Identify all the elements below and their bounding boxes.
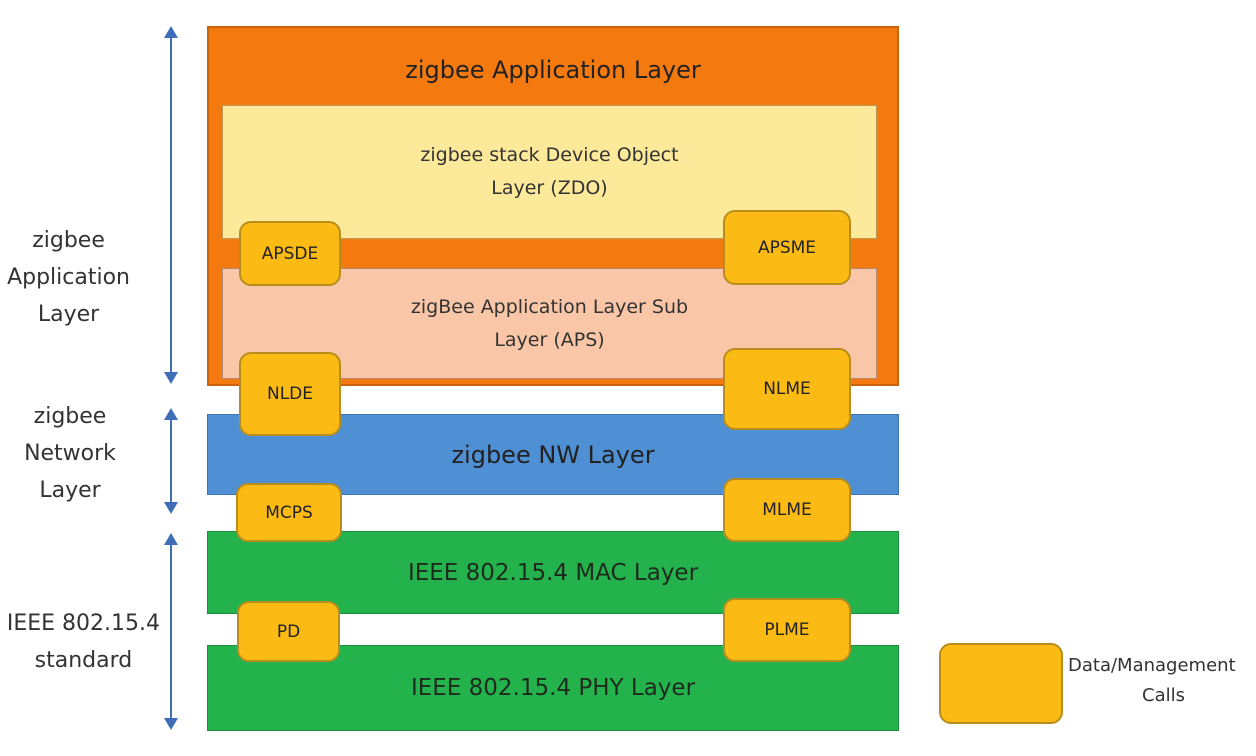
zdo-block: zigbee stack Device Object Layer (ZDO) xyxy=(222,105,877,239)
network-scope-arrow-up-icon xyxy=(164,408,178,420)
nlme-sap: NLME xyxy=(723,348,851,430)
legend-swatch xyxy=(939,643,1063,724)
ieee-scope-arrow-up-icon xyxy=(164,533,178,545)
network-side-label: zigbee Network Layer xyxy=(24,404,116,503)
application-side-label: zigbee Application Layer xyxy=(7,228,130,327)
legend-label: Data/Management Calls xyxy=(1068,655,1236,706)
aps-label-line1: zigBee Application Layer Sub xyxy=(410,295,689,318)
mlme-sap: MLME xyxy=(723,478,851,542)
network-scope-line xyxy=(170,418,172,504)
network-scope-arrow-down-icon xyxy=(164,502,178,514)
ieee-scope-line xyxy=(170,543,172,721)
ieee-scope-arrow-down-icon xyxy=(164,718,178,730)
application-scope-arrow-down-icon xyxy=(164,372,178,384)
pd-sap: PD xyxy=(237,601,340,662)
nlde-sap: NLDE xyxy=(239,352,341,436)
application-scope-arrow-up-icon xyxy=(164,26,178,38)
plme-sap: PLME xyxy=(723,598,851,662)
mcps-sap: MCPS xyxy=(236,483,342,542)
zdo-label-line1: zigbee stack Device Object xyxy=(420,144,679,166)
aps-label-line2: Layer (APS) xyxy=(494,328,605,351)
apsme-sap: APSME xyxy=(723,210,851,285)
apsde-sap: APSDE xyxy=(239,221,341,286)
application-layer-title: zigbee Application Layer xyxy=(405,56,701,84)
application-scope-line xyxy=(170,36,172,376)
ieee-side-label: IEEE 802.15.4 standard xyxy=(6,611,160,673)
zdo-label-line2: Layer (ZDO) xyxy=(491,177,608,199)
